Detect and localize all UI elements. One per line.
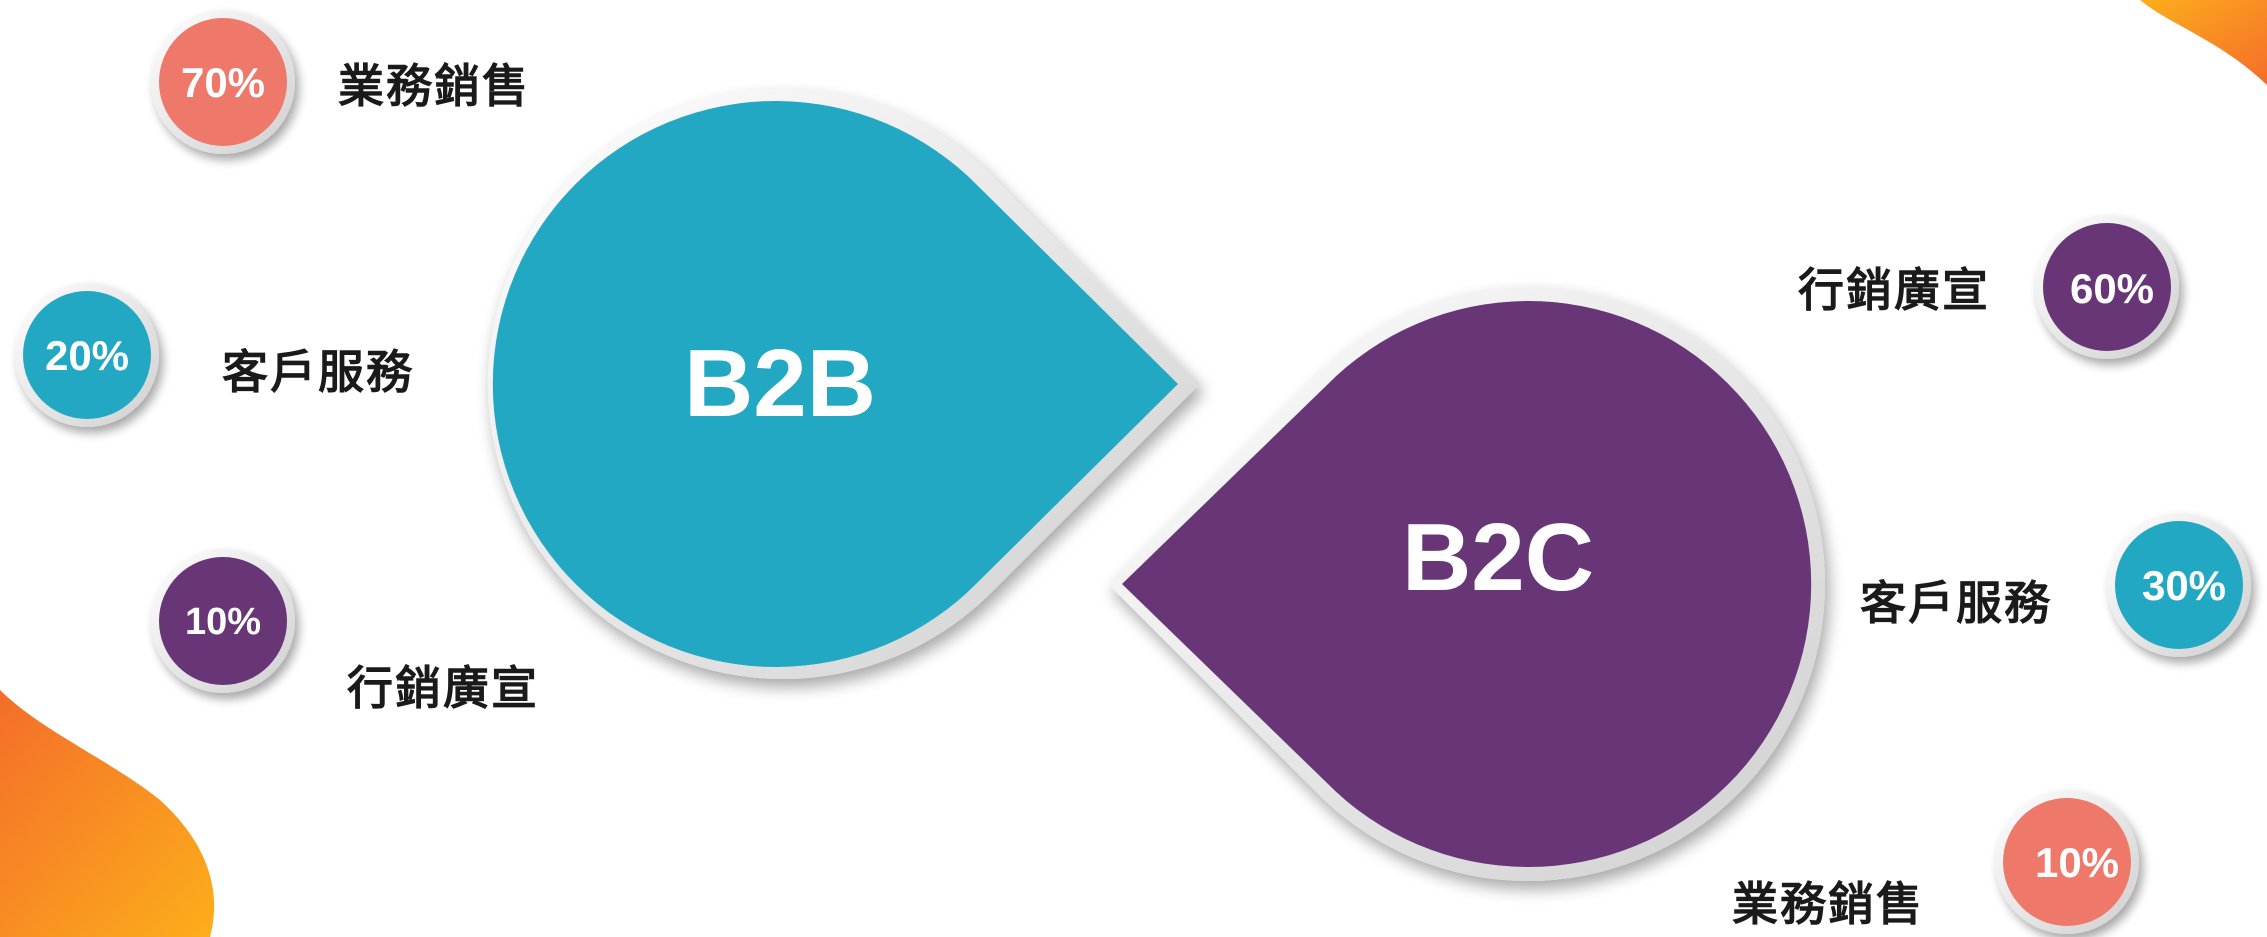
b2c-shape-fill bbox=[1122, 301, 1812, 867]
b2c-title: B2C bbox=[1402, 504, 1594, 611]
b2c-percent-1: 60% bbox=[2070, 265, 2154, 312]
b2b-title: B2B bbox=[684, 330, 876, 437]
b2b-label-1: 業務銷售 bbox=[338, 59, 530, 113]
b2b-shape-fill bbox=[492, 100, 1178, 667]
b2c-bubble-2 bbox=[2107, 513, 2251, 657]
b2b-label-3: 行銷廣宣 bbox=[347, 661, 539, 715]
b2b-percent-1: 70% bbox=[181, 59, 265, 106]
b2c-label-2: 客戶服務 bbox=[1860, 576, 2052, 630]
b2c-percent-3: 10% bbox=[2035, 839, 2119, 886]
b2c-shape bbox=[1108, 286, 1826, 881]
b2c-label-3: 業務銷售 bbox=[1732, 877, 1924, 931]
b2c-bubble-3 bbox=[1995, 790, 2139, 934]
b2b-bubble-1 bbox=[151, 10, 295, 154]
b2c-label-1: 行銷廣宣 bbox=[1798, 263, 1990, 317]
b2b-bubble-2 bbox=[15, 283, 159, 427]
b2b-percent-3: 10% bbox=[185, 601, 261, 643]
b2b-bubble-3 bbox=[151, 549, 295, 693]
decorative-orange-blob-bottom-left bbox=[0, 690, 215, 937]
b2c-bubble-1 bbox=[2035, 215, 2179, 359]
b2b-shape bbox=[487, 88, 1200, 679]
b2b-label-2: 客戶服務 bbox=[222, 345, 414, 399]
b2b-percent-2: 20% bbox=[45, 332, 129, 379]
b2c-percent-2: 30% bbox=[2142, 562, 2226, 609]
decorative-orange-blob-top-right bbox=[2140, 0, 2267, 85]
